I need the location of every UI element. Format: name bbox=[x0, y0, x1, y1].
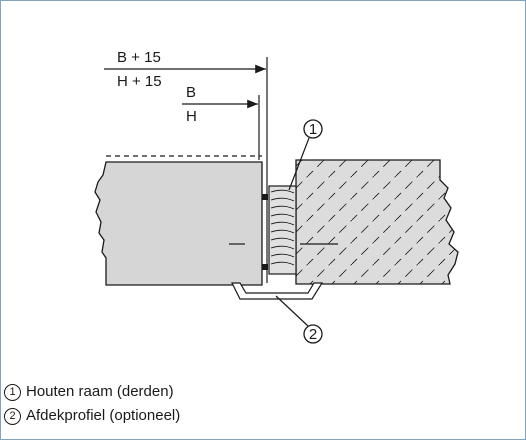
dim-outer-bottom-label: H + 15 bbox=[117, 73, 162, 90]
dim-outer-top-label: B + 15 bbox=[117, 49, 161, 66]
legend-item-1: 1 Houten raam (derden) bbox=[4, 380, 180, 404]
legend-item-2-number: 2 bbox=[4, 407, 21, 425]
dimension-outer: B + 15 H + 15 bbox=[104, 49, 266, 90]
legend-item-2-label: Afdekprofiel (optioneel) bbox=[26, 407, 181, 424]
callout-1-number: 1 bbox=[309, 121, 317, 138]
cover-profile bbox=[231, 282, 324, 300]
callout-2: 2 bbox=[275, 295, 323, 344]
wooden-frame bbox=[262, 185, 297, 275]
legend-item-1-label: Houten raam (derden) bbox=[26, 383, 174, 400]
left-wall bbox=[94, 161, 263, 286]
right-wall-hatching bbox=[296, 160, 458, 284]
legend: 1 Houten raam (derden) 2 Afdekprofiel (o… bbox=[4, 380, 180, 428]
dim-inner-bottom-label: H bbox=[186, 108, 197, 125]
dim-inner-top-label: B bbox=[186, 84, 196, 101]
callout-2-number: 2 bbox=[309, 326, 317, 343]
dimension-inner: B H bbox=[182, 84, 258, 125]
legend-item-2: 2 Afdekprofiel (optioneel) bbox=[4, 404, 180, 428]
callout-1: 1 bbox=[288, 119, 323, 191]
legend-item-1-number: 1 bbox=[4, 383, 21, 401]
